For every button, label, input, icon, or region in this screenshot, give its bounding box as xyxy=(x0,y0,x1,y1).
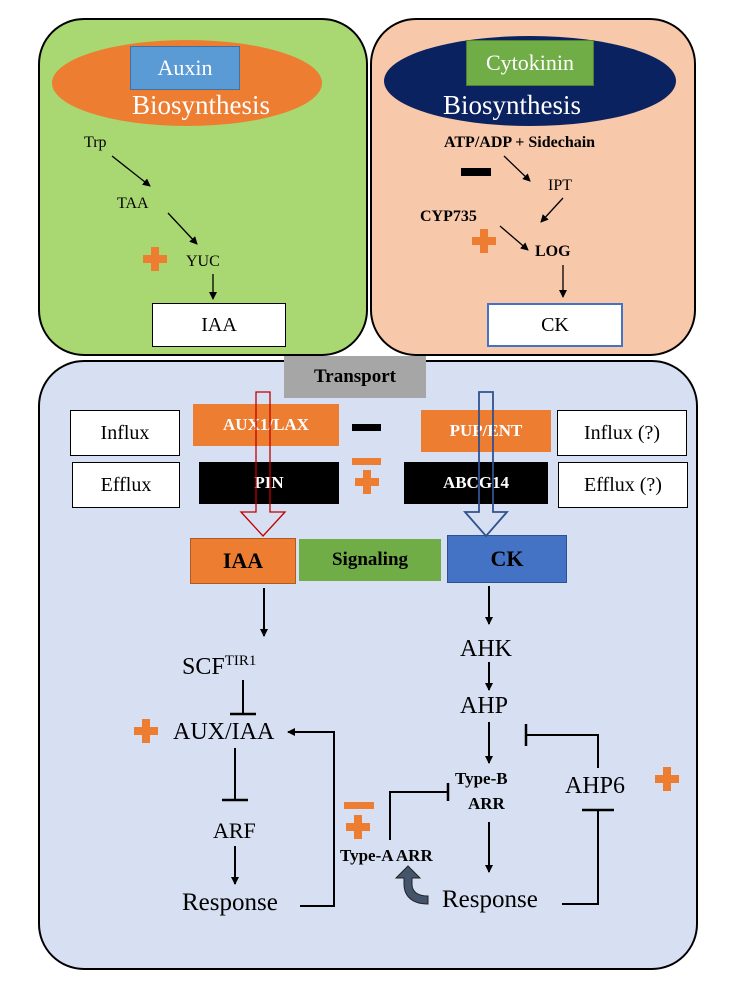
influx-right-box: Influx (?) xyxy=(557,410,687,456)
atp-sidechain-label: ATP/ADP + Sidechain xyxy=(444,134,596,151)
plus-icon xyxy=(346,815,370,839)
pin-box: PIN xyxy=(199,462,339,504)
efflux-right-box: Efflux (?) xyxy=(558,462,688,508)
aux-iaa-label: AUX/IAA xyxy=(173,719,275,745)
iaa-transport-arrow xyxy=(239,391,287,537)
response-ahp6-inhibit xyxy=(562,810,599,905)
response-auxiaa-feedback xyxy=(287,728,335,907)
type-a-arr-label: Type-A ARR xyxy=(340,846,433,865)
plus-icon xyxy=(355,470,379,494)
scf-text: SCF xyxy=(182,654,225,680)
ahp6-ahp-inhibit xyxy=(526,734,599,768)
minus-icon xyxy=(344,802,374,809)
ahk-label: AHK xyxy=(460,636,512,662)
influx-left-box: Influx xyxy=(70,410,180,456)
ck-signal-box: CK xyxy=(447,535,567,583)
ck-product-box: CK xyxy=(487,303,623,347)
ipt-log-arrow xyxy=(540,197,564,223)
ahp-label: AHP xyxy=(460,693,509,719)
minus-icon xyxy=(352,424,381,431)
log-label: LOG xyxy=(535,243,571,260)
iaa-signal-box: IAA xyxy=(190,538,296,584)
ahp6-label: AHP6 xyxy=(565,773,626,799)
plus-icon xyxy=(143,247,167,271)
taa-yuc-arrow xyxy=(167,212,198,245)
auxin-subtitle: Biosynthesis xyxy=(132,90,271,120)
aux1-lax-box: AUX1/LAX xyxy=(193,404,339,446)
typea-typeb-inhibit xyxy=(389,791,448,840)
trp-label: Trp xyxy=(84,134,107,151)
efflux-left-box: Efflux xyxy=(72,462,180,508)
plus-icon xyxy=(472,229,496,253)
minus-icon xyxy=(461,168,491,176)
minus-icon xyxy=(352,458,381,465)
cytokinin-subtitle: Biosynthesis xyxy=(443,90,582,120)
plus-icon xyxy=(655,767,679,791)
pup-ent-box: PUP/ENT xyxy=(421,410,551,452)
signaling-title: Signaling xyxy=(299,539,441,581)
plus-icon xyxy=(134,719,158,743)
taa-label: TAA xyxy=(117,195,149,212)
auxin-title: Auxin xyxy=(130,46,240,90)
iaa-product-box: IAA xyxy=(152,303,286,347)
ck-transport-arrow xyxy=(463,391,509,538)
trp-taa-arrow xyxy=(111,155,151,187)
cyp-log-arrow xyxy=(499,225,529,251)
ipt-label: IPT xyxy=(548,177,572,194)
response-left-label: Response xyxy=(182,889,278,916)
arf-label: ARF xyxy=(213,818,256,843)
cytokinin-title: Cytokinin xyxy=(466,40,594,86)
atp-ipt-arrow xyxy=(503,155,531,182)
type-b-label: Type-B xyxy=(455,769,508,788)
response-typea-curved-arrow xyxy=(394,865,429,905)
yuc-label: YUC xyxy=(186,253,220,270)
cyp735-label: CYP735 xyxy=(420,208,477,225)
scf-label: SCFTIR1 xyxy=(182,653,257,680)
transport-title: Transport xyxy=(284,356,426,398)
type-b-arr-label: ARR xyxy=(468,794,505,813)
tir1-superscript: TIR1 xyxy=(224,653,257,669)
response-right-label: Response xyxy=(442,886,538,913)
